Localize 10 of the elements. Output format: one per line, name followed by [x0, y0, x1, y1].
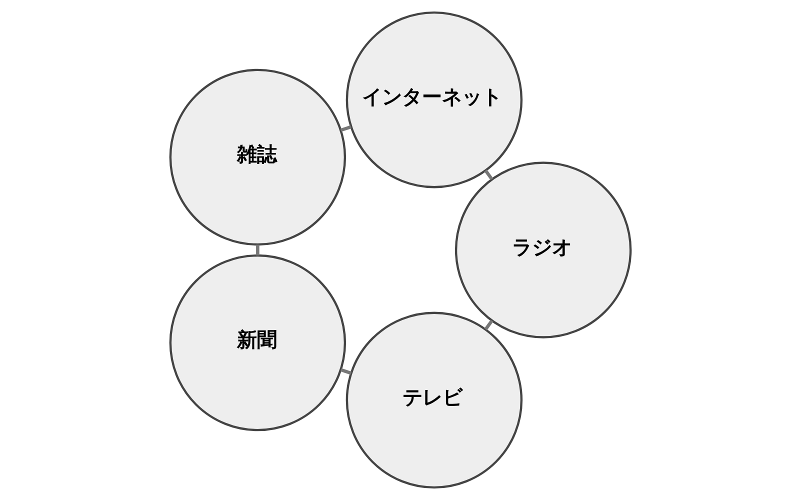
connector — [340, 125, 351, 132]
node-circle: 新聞 — [168, 254, 346, 432]
connector — [256, 244, 259, 256]
connector — [340, 368, 352, 375]
node-circle: テレビ — [345, 312, 522, 489]
node-circle: 雑誌 — [168, 68, 346, 246]
node-circle: インターネット — [345, 11, 522, 188]
connector — [484, 170, 493, 180]
connector — [484, 320, 493, 330]
node-circle: ラジオ — [454, 162, 632, 338]
